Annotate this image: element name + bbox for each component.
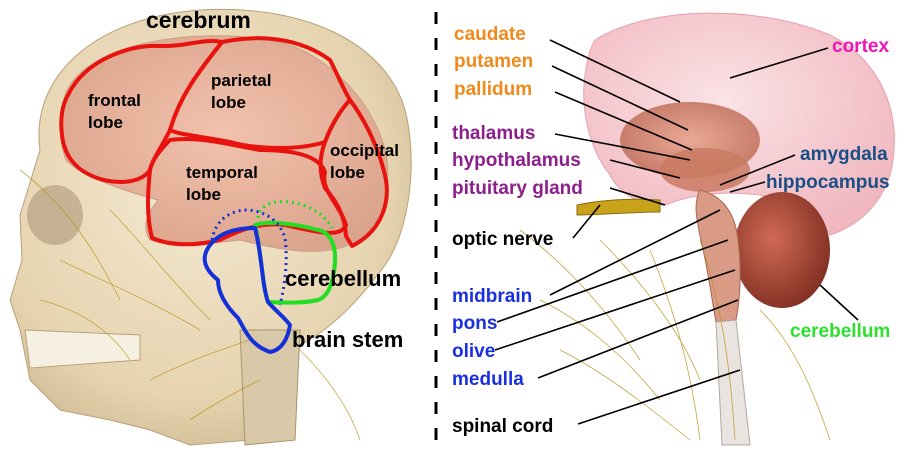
hippocampus-label: hippocampus — [766, 172, 890, 193]
pituitary-gland-label: pituitary gland — [452, 178, 583, 199]
occipital-label-line2: lobe — [330, 163, 365, 182]
thalamus-label: thalamus — [452, 123, 535, 144]
cortex-label: cortex — [832, 36, 889, 57]
spinal-column-illustration — [716, 320, 750, 445]
spinal-cord-label: spinal cord — [452, 416, 553, 437]
cerebellum-label-right: cerebellum — [790, 321, 890, 342]
eye-socket — [27, 185, 83, 245]
parietal-label-line2: lobe — [211, 93, 246, 112]
olive-label: olive — [452, 341, 495, 362]
pallidum-label: pallidum — [454, 79, 532, 100]
cerebrum-label: cerebrum — [146, 7, 251, 33]
parietal-label-line1: parietal — [211, 71, 271, 90]
pons-label: pons — [452, 313, 497, 334]
neck-vertebrae — [240, 330, 300, 445]
thalamus-illustration — [660, 148, 750, 192]
caudate-label: caudate — [454, 24, 526, 45]
midbrain-label: midbrain — [452, 286, 532, 307]
right-panel: caudate putamen pallidum thalamus hypoth… — [452, 13, 894, 445]
brain-stem-label: brain stem — [292, 327, 403, 352]
temporal-label-line1: temporal — [186, 163, 258, 182]
frontal-label-line2: lobe — [88, 113, 123, 132]
temporal-label-line2: lobe — [186, 185, 221, 204]
medulla-label: medulla — [452, 369, 524, 390]
hypothalamus-label: hypothalamus — [452, 150, 581, 171]
leader-medulla — [538, 300, 738, 378]
frontal-label-line1: frontal — [88, 91, 141, 110]
cerebellum-illustration — [734, 192, 830, 308]
leader-cerebellum — [820, 285, 858, 320]
optic-nerve-label: optic nerve — [452, 229, 553, 250]
left-panel: cerebrum frontal lobe parietal lobe occi… — [10, 7, 411, 445]
optic-nerve-illustration — [577, 199, 660, 215]
putamen-label: putamen — [454, 51, 533, 72]
cerebellum-label-left: cerebellum — [285, 266, 401, 291]
occipital-label-line1: occipital — [330, 141, 399, 160]
amygdala-label: amygdala — [800, 144, 888, 165]
